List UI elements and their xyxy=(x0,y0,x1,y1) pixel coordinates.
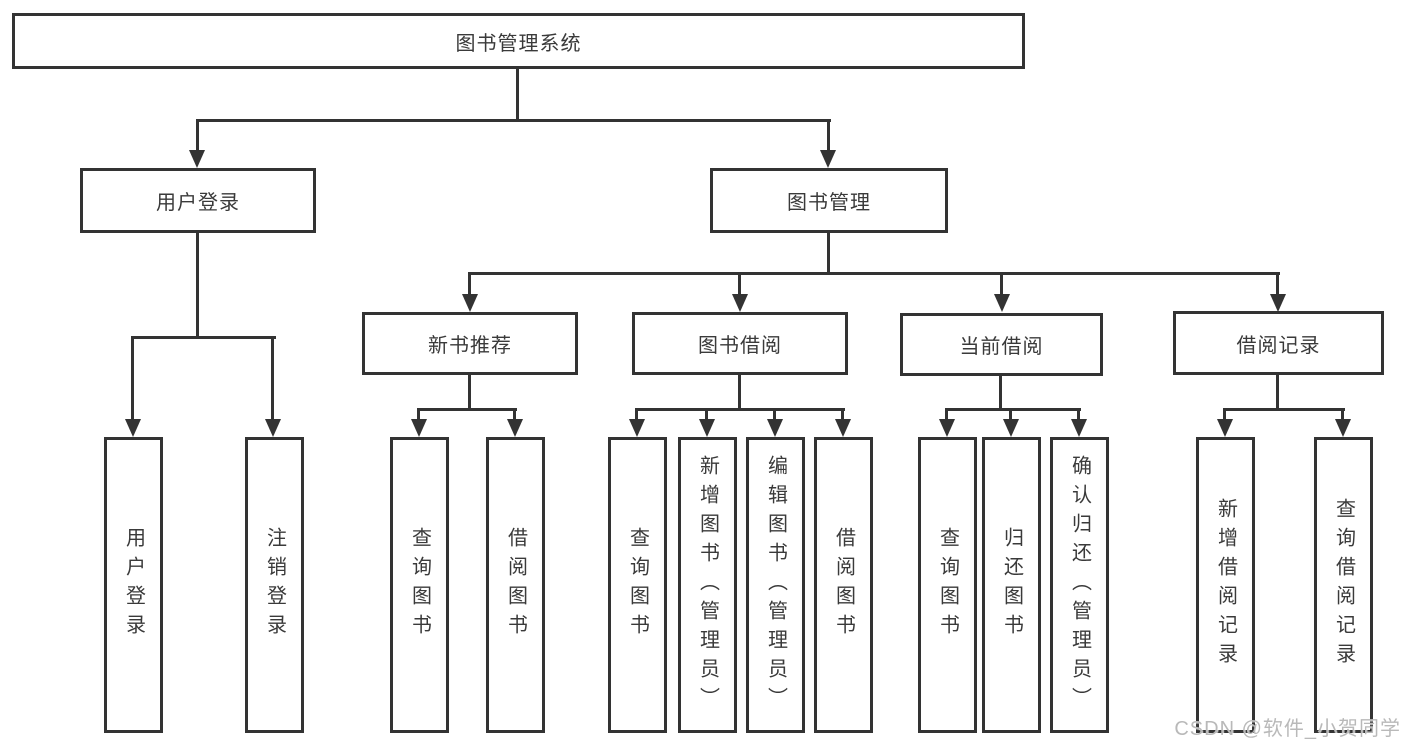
connector-line xyxy=(1276,374,1279,411)
node-new-book-recommend: 新书推荐 xyxy=(362,312,578,375)
arrow-down-icon xyxy=(1270,294,1286,312)
arrow-down-icon xyxy=(835,419,851,437)
connector-line xyxy=(468,272,1280,275)
leaf-query-books-current: 查询图书 xyxy=(918,437,977,733)
leaf-borrow-books: 借阅图书 xyxy=(814,437,873,733)
leaf-label: 新增图书（管理员） xyxy=(696,454,719,716)
leaf-query-borrow-record: 查询借阅记录 xyxy=(1314,437,1373,733)
connector-line xyxy=(1276,272,1279,298)
connector-line xyxy=(131,336,276,339)
connector-line xyxy=(417,408,420,421)
connector-line xyxy=(131,336,134,421)
arrow-down-icon xyxy=(699,419,715,437)
arrow-down-icon xyxy=(939,419,955,437)
leaf-edit-books-admin: 编辑图书（管理员） xyxy=(746,437,805,733)
node-library-management-system: 图书管理系统 xyxy=(12,13,1025,69)
arrow-down-icon xyxy=(125,419,141,437)
connector-line xyxy=(196,119,199,154)
arrow-down-icon xyxy=(820,150,836,168)
node-label: 用户登录 xyxy=(156,192,240,214)
leaf-label: 用户登录 xyxy=(122,527,145,643)
connector-line xyxy=(1077,408,1080,421)
arrow-down-icon xyxy=(1335,419,1351,437)
node-label: 图书借阅 xyxy=(698,335,782,357)
connector-line xyxy=(1223,408,1226,421)
leaf-label: 确认归还（管理员） xyxy=(1068,454,1091,716)
leaf-return-books: 归还图书 xyxy=(982,437,1041,733)
connector-line xyxy=(196,119,831,122)
leaf-borrow-books-recommend: 借阅图书 xyxy=(486,437,545,733)
arrow-down-icon xyxy=(507,419,523,437)
connector-line xyxy=(738,374,741,411)
leaf-label: 注销登录 xyxy=(263,527,286,643)
connector-line xyxy=(705,408,708,421)
connector-line xyxy=(773,408,776,421)
connector-line xyxy=(516,68,519,120)
csdn-watermark: CSDN @软件_小贺同学 xyxy=(1174,718,1401,740)
leaf-label: 借阅图书 xyxy=(832,527,855,643)
connector-line xyxy=(827,233,830,275)
arrow-down-icon xyxy=(1071,419,1087,437)
leaf-label: 编辑图书（管理员） xyxy=(764,454,787,716)
arrow-down-icon xyxy=(629,419,645,437)
leaf-label: 查询借阅记录 xyxy=(1332,498,1355,672)
leaf-logout: 注销登录 xyxy=(245,437,304,733)
node-borrow-records: 借阅记录 xyxy=(1173,311,1384,375)
arrow-down-icon xyxy=(732,294,748,312)
connector-line xyxy=(417,408,517,411)
connector-line xyxy=(1000,272,1003,298)
connector-line xyxy=(635,408,638,421)
node-user-login: 用户登录 xyxy=(80,168,316,233)
connector-line xyxy=(841,408,844,421)
node-label: 新书推荐 xyxy=(428,335,512,357)
connector-line xyxy=(513,408,516,421)
arrow-down-icon xyxy=(462,294,478,312)
node-label: 图书管理 xyxy=(787,192,871,214)
leaf-add-borrow-record: 新增借阅记录 xyxy=(1196,437,1255,733)
connector-line xyxy=(468,375,471,411)
leaf-query-books-recommend: 查询图书 xyxy=(390,437,449,733)
leaf-user-login: 用户登录 xyxy=(104,437,163,733)
leaf-query-books-borrowing: 查询图书 xyxy=(608,437,667,733)
connector-line xyxy=(1009,408,1012,421)
node-book-management: 图书管理 xyxy=(710,168,948,233)
arrow-down-icon xyxy=(1217,419,1233,437)
connector-line xyxy=(468,272,471,298)
arrow-down-icon xyxy=(265,419,281,437)
connector-line xyxy=(196,232,199,339)
arrow-down-icon xyxy=(411,419,427,437)
node-current-borrowing: 当前借阅 xyxy=(900,313,1103,376)
connector-line xyxy=(738,272,741,298)
connector-line xyxy=(999,374,1002,411)
node-label: 图书管理系统 xyxy=(455,32,582,55)
connector-line xyxy=(271,336,274,421)
arrow-down-icon xyxy=(189,150,205,168)
leaf-label: 查询图书 xyxy=(408,527,431,643)
node-label: 当前借阅 xyxy=(959,336,1044,358)
leaf-label: 借阅图书 xyxy=(504,527,527,643)
connector-line xyxy=(945,408,948,421)
arrow-down-icon xyxy=(1003,419,1019,437)
leaf-label: 查询图书 xyxy=(936,527,959,643)
leaf-label: 归还图书 xyxy=(1000,527,1023,643)
connector-line xyxy=(945,408,1081,411)
connector-line xyxy=(1341,408,1344,421)
connector-line xyxy=(635,408,845,411)
leaf-add-books-admin: 新增图书（管理员） xyxy=(678,437,737,733)
connector-line xyxy=(827,119,830,154)
node-book-borrowing: 图书借阅 xyxy=(632,312,848,375)
leaf-label: 新增借阅记录 xyxy=(1214,498,1237,672)
arrow-down-icon xyxy=(767,419,783,437)
connector-line xyxy=(1223,408,1345,411)
leaf-label: 查询图书 xyxy=(626,527,649,643)
node-label: 借阅记录 xyxy=(1236,334,1321,357)
arrow-down-icon xyxy=(994,294,1010,312)
leaf-confirm-return-admin: 确认归还（管理员） xyxy=(1050,437,1109,733)
